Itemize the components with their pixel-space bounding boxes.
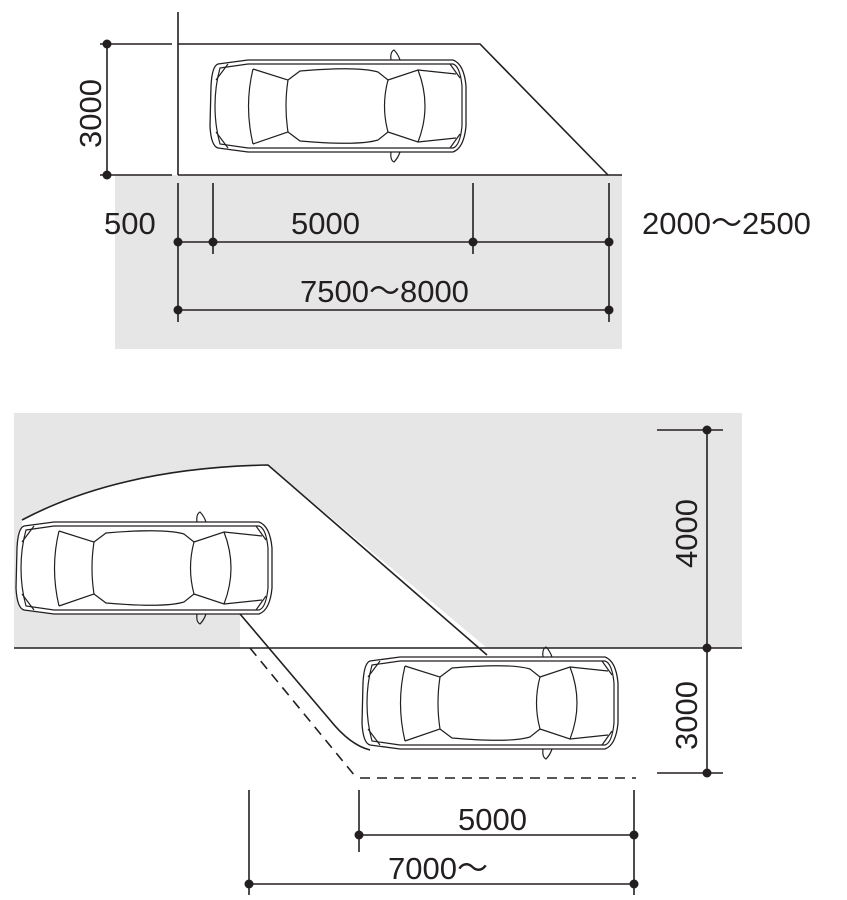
- top-layout: 3000 500 5000 2000～2500 7500～8000: [73, 12, 811, 349]
- bottom-total-length-label: 7000～: [388, 851, 488, 886]
- top-setback-label: 500: [104, 206, 156, 241]
- car-start-position: [15, 511, 273, 625]
- top-total-length-label: 7500～8000: [300, 274, 469, 309]
- top-depth-label: 3000: [73, 79, 108, 148]
- top-car-length-label: 5000: [291, 206, 360, 241]
- parked-car: [209, 49, 467, 163]
- bottom-layout: 4000 3000 5000 7000～: [14, 413, 742, 895]
- parking-space-boundary: [178, 43, 609, 176]
- bottom-car-length-label: 5000: [458, 802, 527, 837]
- car-parked-position: [361, 646, 619, 760]
- top-clearance-label: 2000～2500: [642, 206, 811, 241]
- bottom-space-depth-label: 3000: [669, 681, 704, 750]
- bottom-road-width-label: 4000: [669, 499, 704, 568]
- road-area: [115, 175, 622, 349]
